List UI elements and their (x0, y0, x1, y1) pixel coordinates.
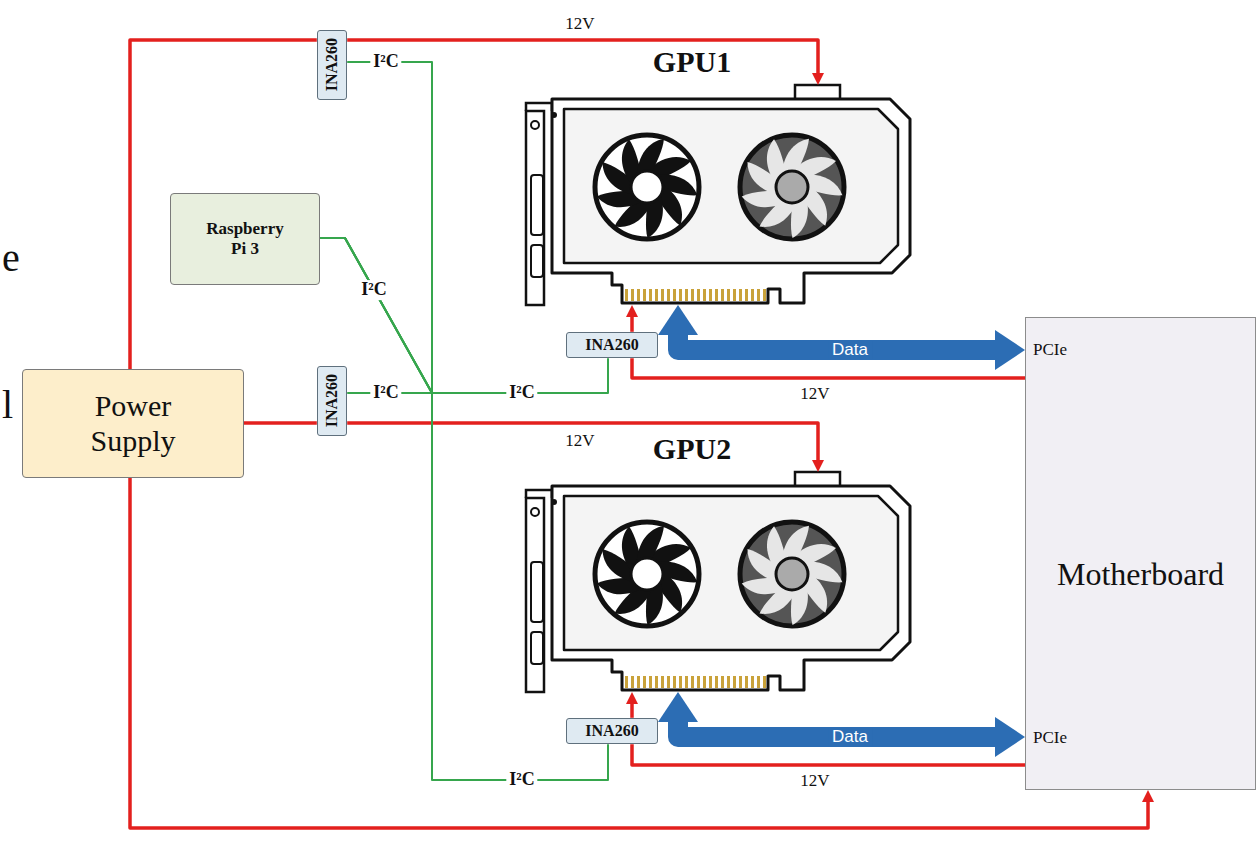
i2c-wire (320, 238, 608, 393)
node-text: INA260 (585, 336, 638, 354)
i2c-wire (320, 62, 432, 393)
node-text: INA260 (323, 38, 341, 91)
power-wire (130, 478, 1148, 828)
power-wire (244, 421, 317, 425)
bus-label: I²C (358, 280, 389, 300)
node-text: Raspberry Pi 3 (198, 219, 293, 258)
power-supply-box: Power Supply (22, 369, 244, 478)
power-wire (347, 423, 818, 462)
node-text: Power Supply (58, 389, 208, 458)
graphics-card (526, 85, 910, 305)
edge-label: I²C (506, 383, 537, 403)
graphics-card (526, 472, 910, 692)
edge-label: I²C (370, 52, 401, 72)
power-wire (347, 40, 818, 75)
edge-label: 12V (797, 385, 832, 404)
power-wire (630, 315, 634, 332)
node-text: INA260 (585, 722, 638, 740)
node-text: PCIe (1033, 340, 1067, 360)
edge-label: Data (828, 728, 872, 746)
i2c-wire (320, 238, 608, 780)
edge-label: 12V (562, 15, 597, 34)
edge-label: 12V (797, 772, 832, 791)
controller-box: Raspberry Pi 3 (170, 193, 320, 285)
text-fragment: e (2, 236, 20, 280)
sensor-box: INA260 (317, 366, 347, 436)
sensor-box: INA260 (566, 332, 658, 358)
power-wire (632, 358, 1025, 378)
text-fragment: l (2, 383, 13, 427)
gpu-card: GPU2 (522, 472, 910, 692)
power-wire (630, 702, 634, 718)
power-wire (632, 744, 1025, 765)
edge-label: I²C (506, 770, 537, 790)
node-text: PCIe (1033, 728, 1067, 748)
node-text: GPU1 (642, 47, 742, 77)
sensor-box: INA260 (566, 718, 658, 744)
sensor-box: INA260 (317, 30, 347, 100)
edge-label: Data (828, 341, 872, 359)
edge-label: 12V (562, 432, 597, 451)
edge-label: I²C (370, 383, 401, 403)
node-text: Motherboard (1026, 556, 1255, 593)
node-text: GPU2 (642, 434, 742, 464)
gpu-card: GPU1 (522, 85, 910, 305)
motherboard-box: PCIeMotherboardPCIe (1025, 317, 1256, 790)
node-text: INA260 (323, 374, 341, 427)
